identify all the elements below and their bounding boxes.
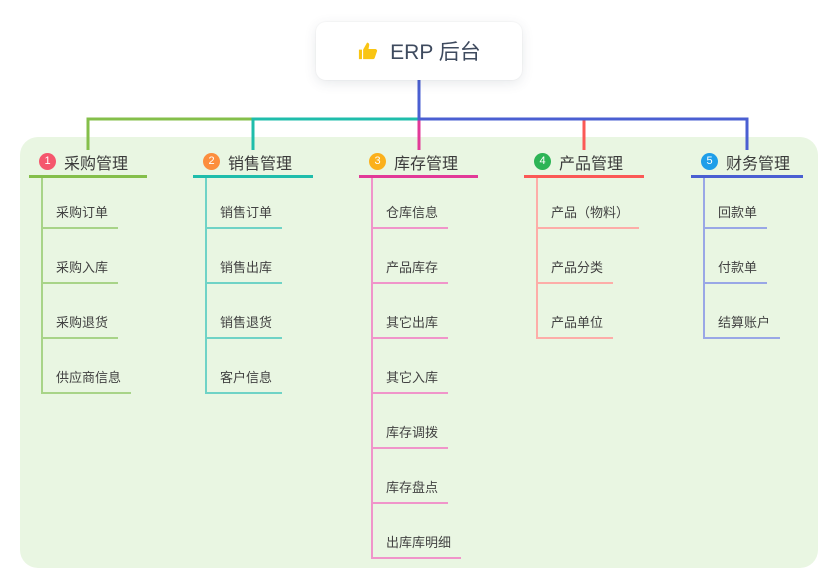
branch-product-childline [536,178,538,339]
node-warehouse-info[interactable]: 仓库信息 [371,202,449,229]
node-settlement-account[interactable]: 结算账户 [703,312,781,339]
node-supplier-info[interactable]: 供应商信息 [41,367,132,394]
branch-purchase-header[interactable]: 1 采购管理 [29,148,147,178]
node-purchase-order[interactable]: 采购订单 [41,202,119,229]
node-payment-bill[interactable]: 付款单 [703,257,768,284]
node-sales-order[interactable]: 销售订单 [205,202,283,229]
node-product-material[interactable]: 产品（物料） [536,202,640,229]
branches-background-panel [20,137,818,568]
branch-inventory-label: 库存管理 [394,155,459,173]
branch-finance-header[interactable]: 5 财务管理 [691,148,803,178]
branch-finance-label: 财务管理 [726,155,791,173]
branch-finance-childline [703,178,705,339]
branch-sales-childline [205,178,207,394]
node-sales-return[interactable]: 销售退货 [205,312,283,339]
node-receipt-bill[interactable]: 回款单 [703,202,768,229]
node-purchase-return[interactable]: 采购退货 [41,312,119,339]
node-product-stock[interactable]: 产品库存 [371,257,449,284]
badge-3: 3 [369,153,386,170]
node-stock-transfer[interactable]: 库存调拨 [371,422,449,449]
badge-2: 2 [203,153,220,170]
badge-1: 1 [39,153,56,170]
branch-sales-label: 销售管理 [228,155,293,173]
badge-4: 4 [534,153,551,170]
node-other-inbound[interactable]: 其它入库 [371,367,449,394]
branch-product-label: 产品管理 [559,155,624,173]
node-product-category[interactable]: 产品分类 [536,257,614,284]
node-outbound-detail[interactable]: 出库库明细 [371,532,462,559]
branch-purchase-label: 采购管理 [64,155,129,173]
node-product-unit[interactable]: 产品单位 [536,312,614,339]
node-customer-info[interactable]: 客户信息 [205,367,283,394]
branch-inventory-header[interactable]: 3 库存管理 [359,148,478,178]
thumbs-up-icon [359,42,378,59]
node-sales-outbound[interactable]: 销售出库 [205,257,283,284]
branch-sales-header[interactable]: 2 销售管理 [193,148,313,178]
root-node[interactable]: ERP 后台 [316,22,522,80]
root-title: ERP 后台 [390,41,481,64]
node-purchase-inbound[interactable]: 采购入库 [41,257,119,284]
badge-5: 5 [701,153,718,170]
node-stock-check[interactable]: 库存盘点 [371,477,449,504]
branch-purchase-childline [41,178,43,394]
branch-product-header[interactable]: 4 产品管理 [524,148,644,178]
branch-inventory-childline [371,178,373,559]
node-other-outbound[interactable]: 其它出库 [371,312,449,339]
